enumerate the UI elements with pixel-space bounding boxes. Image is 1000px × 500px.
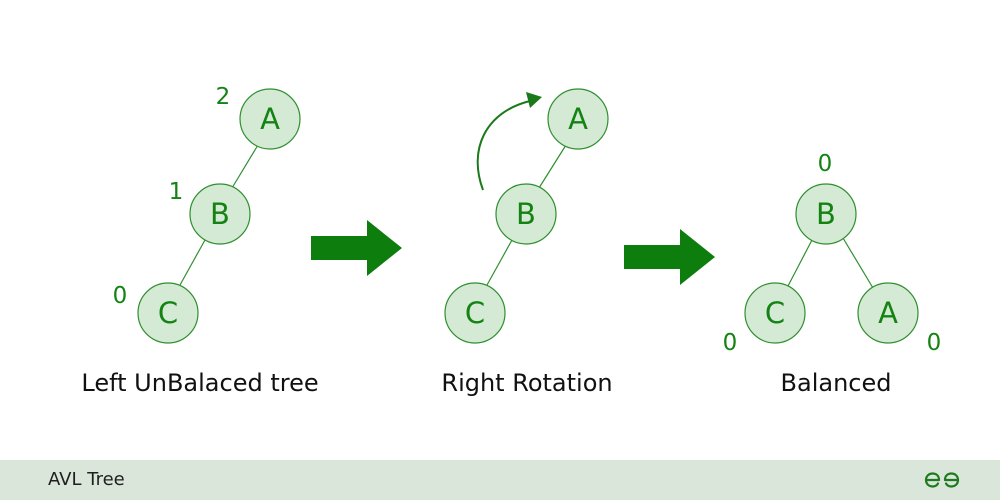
gfg-logo-icon: [924, 472, 960, 488]
footer-title: AVL Tree: [48, 469, 125, 490]
node-label-A: A: [260, 102, 280, 136]
balance-factor-C: 0: [113, 283, 128, 309]
node-A: [239, 88, 301, 150]
right-arrow-icon: [311, 220, 402, 276]
node-label-C: C: [158, 296, 178, 330]
edge-B-C: [486, 239, 513, 286]
balance-factor-B: 0: [818, 151, 833, 177]
edge-B-A: [842, 237, 874, 289]
tree-left-unbalanced: A B C 2 1 0 Left UnBalaced tree: [81, 84, 318, 397]
node-label-A: A: [878, 296, 898, 330]
rotation-arrow-icon: [526, 92, 542, 108]
edge-A-B: [231, 144, 259, 189]
tree-balanced: B C A 0 0 0 Balanced: [723, 151, 942, 397]
balance-factor-A: 2: [216, 84, 231, 110]
caption-balanced: Balanced: [781, 369, 892, 397]
caption-left-unbalanced: Left UnBalaced tree: [81, 369, 318, 397]
node-label-B: B: [816, 197, 836, 231]
rotation-arrow-curve: [476, 100, 531, 191]
node-B: [795, 183, 857, 245]
node-A: [547, 88, 609, 150]
balance-factor-A: 0: [927, 330, 942, 356]
footer-bar: AVL Tree: [0, 460, 1000, 500]
node-label-A: A: [568, 102, 588, 136]
node-label-B: B: [516, 197, 536, 231]
tree-right-rotation: A B C Right Rotation: [441, 88, 613, 397]
node-label-C: C: [765, 296, 785, 330]
edge-B-C: [787, 239, 813, 287]
right-arrow-icon: [624, 229, 715, 285]
balance-factor-B: 1: [169, 179, 184, 205]
node-C: [137, 282, 199, 344]
node-C: [444, 282, 506, 344]
edge-B-C: [179, 239, 206, 286]
node-B: [495, 183, 557, 245]
caption-right-rotation: Right Rotation: [441, 369, 612, 397]
node-label-B: B: [210, 197, 230, 231]
node-A: [857, 282, 919, 344]
node-B: [189, 183, 251, 245]
diagram-canvas: A B C 2 1 0 Left UnBalaced tree A B C Ri…: [81, 84, 942, 397]
node-C: [744, 282, 806, 344]
balance-factor-C: 0: [723, 330, 738, 356]
node-label-C: C: [465, 296, 485, 330]
edge-A-B: [538, 144, 567, 189]
